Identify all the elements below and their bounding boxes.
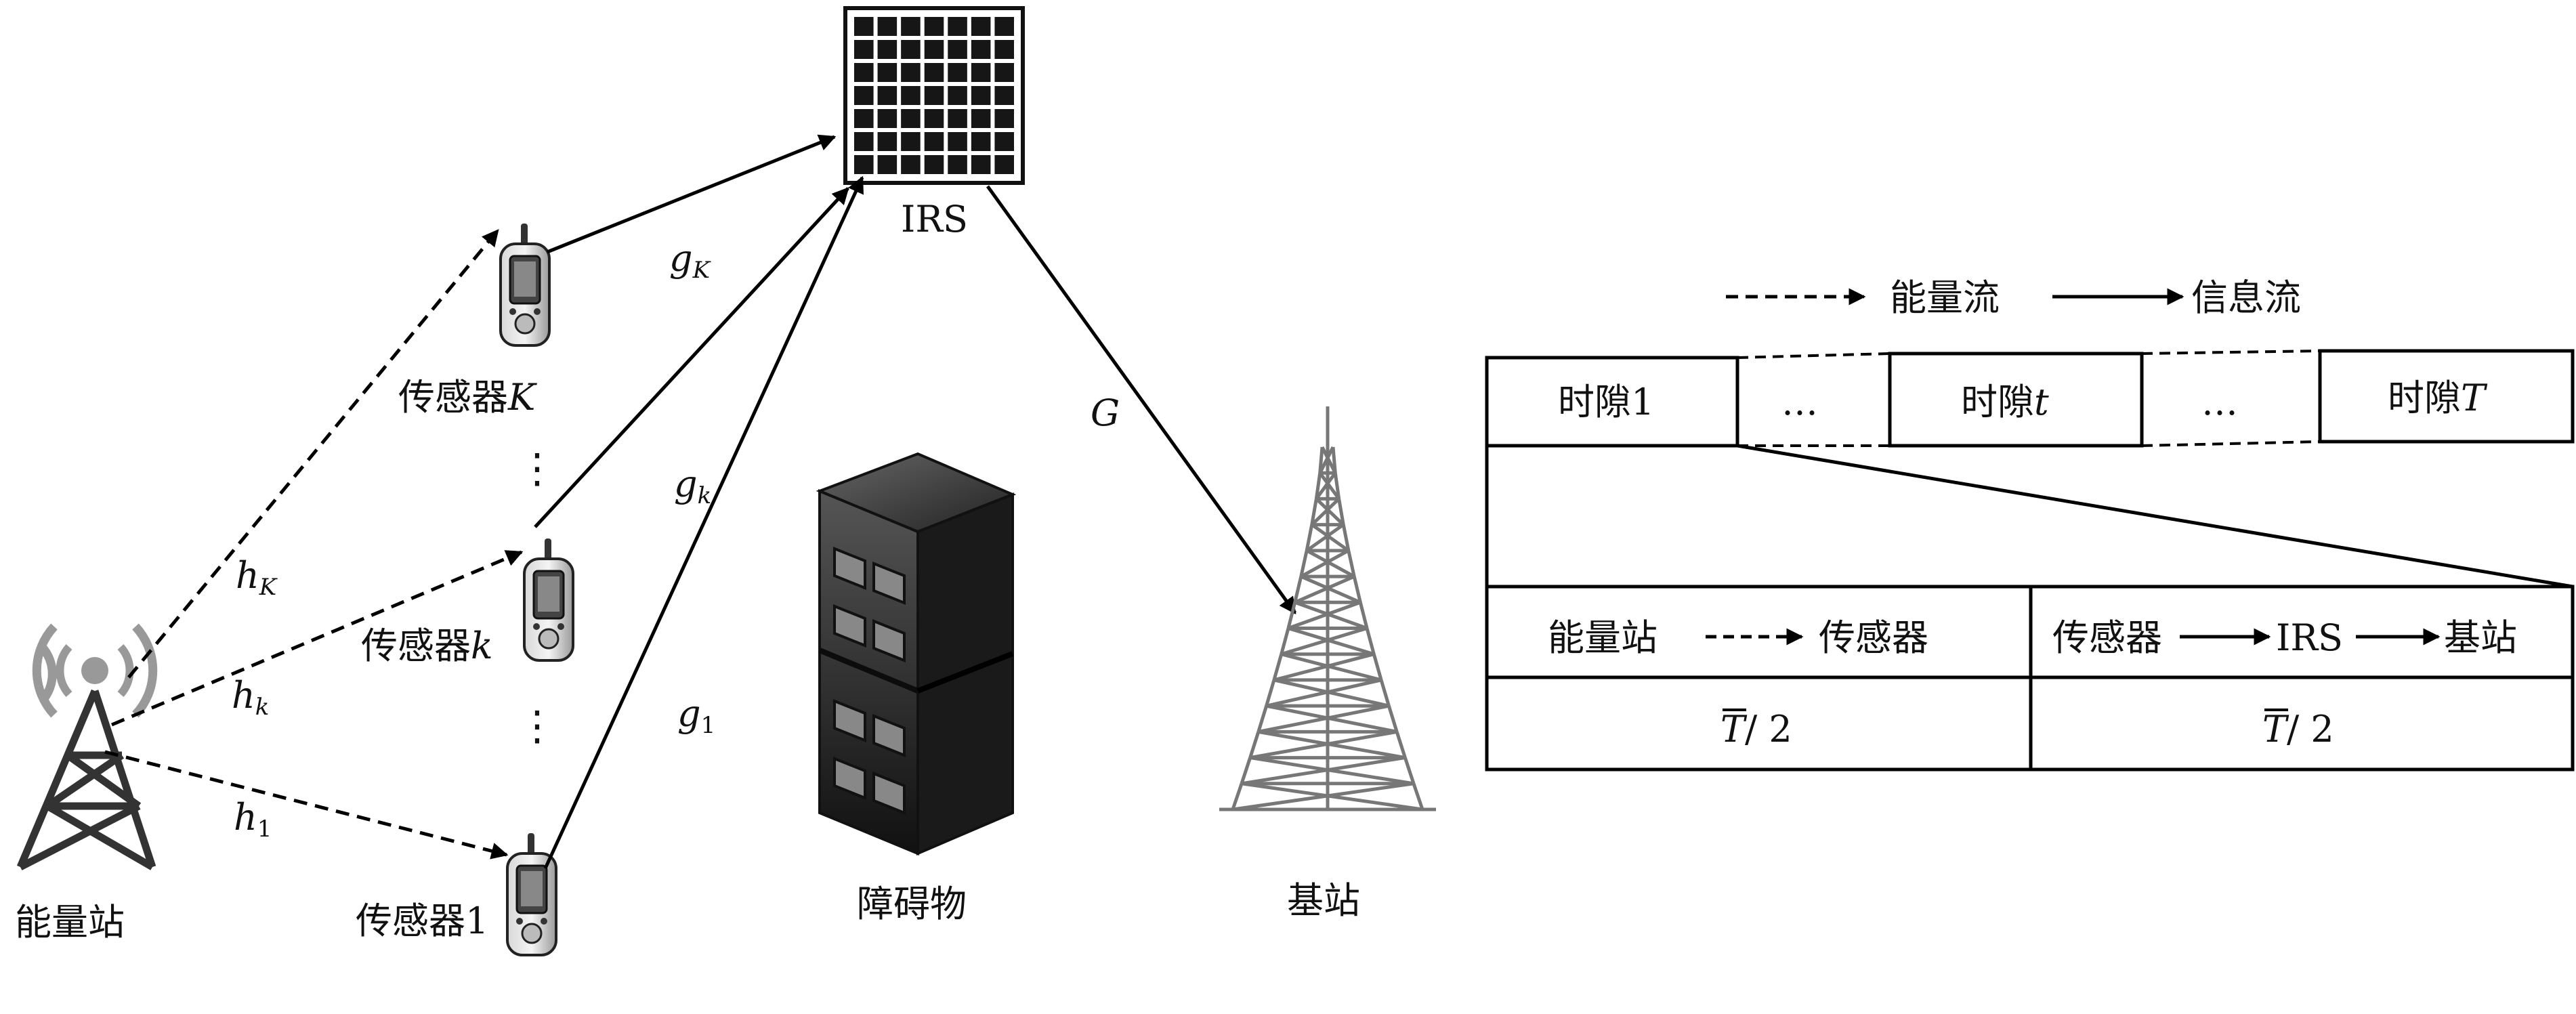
channel-gK: gK	[669, 237, 712, 284]
sensor-k-label: 传感器k	[361, 625, 493, 667]
channel-hk: hk	[232, 674, 269, 721]
vertical-ellipsis-lower: ⋮	[517, 702, 557, 750]
phase-right-duration: T/ 2	[2262, 708, 2334, 751]
timeslot-T-label: 时隙T	[2388, 377, 2488, 419]
channel-h1: h1	[234, 796, 272, 843]
sensor-1-label: 传感器1	[356, 900, 488, 942]
timeslot-1-box	[1485, 356, 1739, 448]
timeslot-t-label: 时隙t	[1961, 381, 2049, 423]
irs-panel	[843, 6, 1025, 185]
obstacle-building-icon	[816, 452, 1017, 856]
legend-energy-flow: 能量流	[1890, 276, 2000, 319]
irs-label: IRS	[901, 198, 968, 240]
phase-right-from: 传感器	[2052, 616, 2162, 659]
channel-hK: hK	[236, 554, 278, 601]
legend: 能量流 信息流	[1726, 276, 2301, 319]
timeslot-frame: 时隙1 … 时隙t … 时隙T	[1485, 349, 2575, 589]
svg-text:T/ 2: T/ 2	[2262, 708, 2334, 751]
channel-gk: gk	[674, 463, 711, 509]
base-station-icon	[1219, 406, 1436, 811]
phase-left-from: 能量站	[1548, 616, 1657, 659]
sensor-K-label: 传感器K	[398, 376, 537, 419]
horizontal-ellipsis-2: …	[2201, 381, 2238, 423]
horizontal-ellipsis-1: …	[1781, 381, 1818, 423]
timeslot-T-box	[2318, 349, 2575, 444]
channel-g1: g1	[677, 692, 715, 739]
obstacle-label: 障碍物	[857, 883, 967, 925]
legend-info-flow: 信息流	[2191, 276, 2301, 319]
energy-station-label: 能量站	[15, 901, 125, 944]
phase-left-duration: T/ 2	[1720, 708, 1792, 751]
svg-text:T/ 2: T/ 2	[1720, 708, 1792, 751]
sensor-1-icon	[506, 832, 557, 956]
sensor-k-icon	[523, 537, 574, 662]
phase-right-to: 基站	[2444, 616, 2517, 659]
energy-flow-links	[104, 229, 524, 860]
timeslot-t-box	[1888, 352, 2144, 448]
energy-station-icon	[16, 623, 158, 870]
phase-right-mid: IRS	[2276, 616, 2343, 659]
channel-G: G	[1091, 392, 1120, 434]
phase-left-to: 传感器	[1819, 616, 1928, 659]
base-station-label: 基站	[1287, 879, 1360, 922]
info-flow-links	[534, 134, 1297, 870]
sensor-K-icon	[499, 222, 551, 347]
vertical-ellipsis-upper: ⋮	[517, 445, 557, 492]
timeslot-1-label: 时隙1	[1558, 381, 1654, 423]
phase-table: 能量站 传感器 传感器 IRS 基站 T/ 2 T/ 2	[1485, 585, 2575, 772]
